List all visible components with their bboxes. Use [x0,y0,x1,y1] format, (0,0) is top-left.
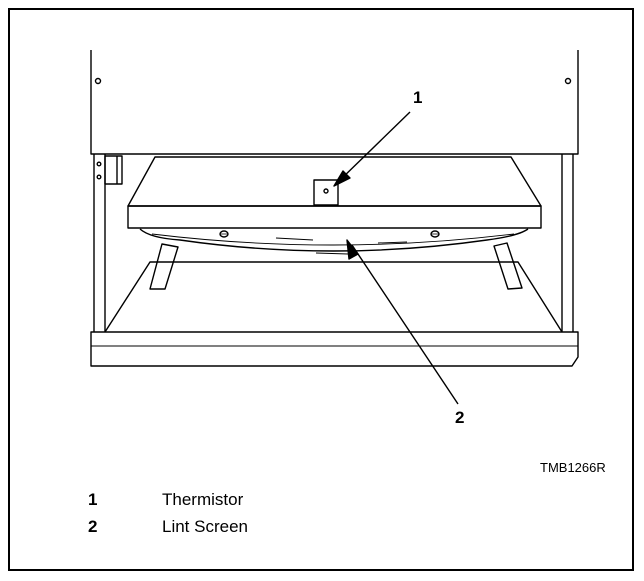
callout-number-1: 1 [413,88,423,107]
lint-screen [139,228,529,255]
legend-row: 1 Thermistor [88,486,248,513]
panel-screw [94,77,102,85]
base-plate [90,331,579,367]
callout-number-2: 2 [455,408,465,427]
figure-code: TMB1266R [540,460,606,475]
panel-screw [564,77,572,85]
housing-top [127,156,542,207]
callout-arrow-1 [333,111,411,187]
compartment-floor [104,261,563,333]
legend-number: 1 [88,489,98,509]
thermistor-housing [313,179,339,206]
legend-label: Thermistor [162,489,244,509]
housing-slab [127,205,542,229]
legend: 1 Thermistor 2 Lint Screen [88,486,248,540]
door-latch [104,155,123,185]
legend-label: Lint Screen [162,516,248,536]
callout-arrow-2 [346,239,459,405]
legend-row: 2 Lint Screen [88,513,248,540]
figure-frame [8,8,634,571]
upper-cabinet-panel [90,50,579,155]
thermistor-icon [323,188,329,194]
side-posts [93,154,574,332]
legend-number: 2 [88,516,98,536]
support-legs [149,242,523,290]
